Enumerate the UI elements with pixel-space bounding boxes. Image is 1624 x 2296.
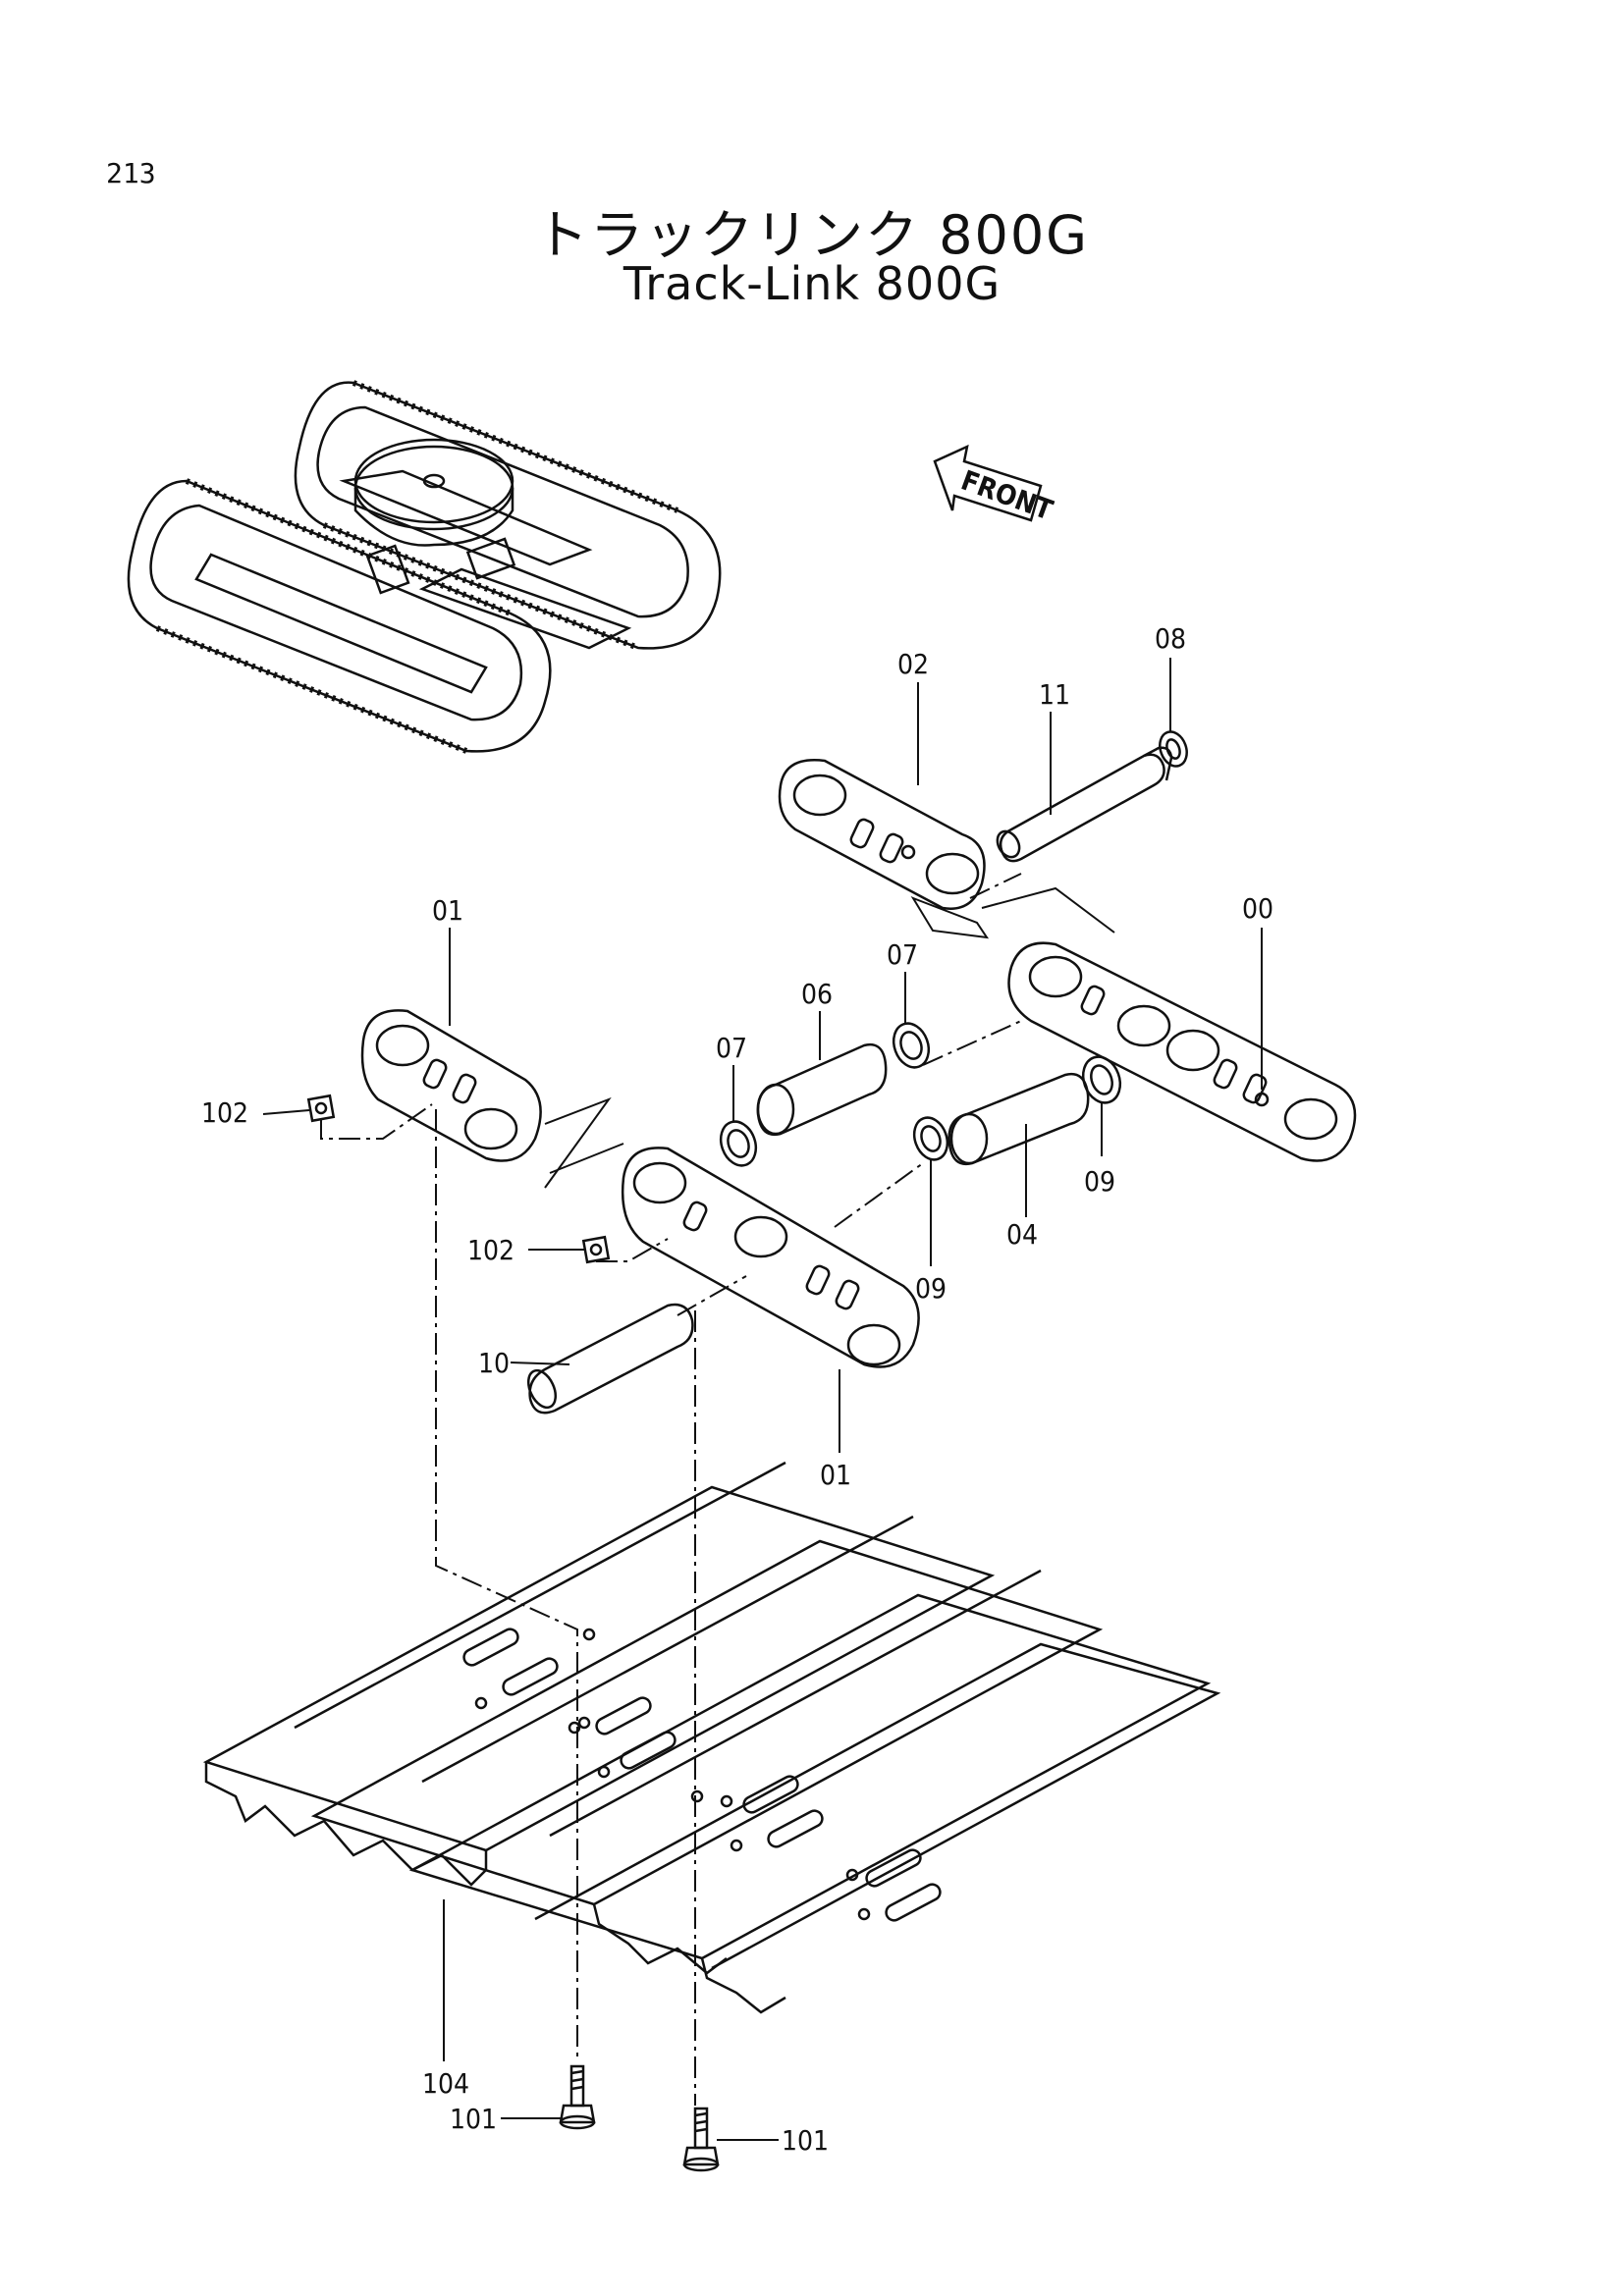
callout-102-upper: 102: [201, 1096, 248, 1129]
page-title-japanese: トラックリンク 800G: [534, 204, 1090, 266]
page-number: 213: [106, 157, 156, 189]
assembly-center-lines: [320, 873, 1022, 2106]
callout-101-right: 101: [782, 2124, 829, 2157]
track-link-02[interactable]: [778, 759, 986, 910]
track-pin-11[interactable]: [993, 746, 1173, 863]
track-link-assembly-00[interactable]: [1007, 941, 1357, 1162]
callout-10: 10: [478, 1347, 510, 1379]
callout-104: 104: [422, 2067, 469, 2100]
shoe-bolt-101-right[interactable]: [682, 2107, 720, 2172]
callout-07-right: 07: [887, 938, 918, 971]
callout-01-lower: 01: [820, 1459, 851, 1491]
track-link-01-upper[interactable]: [360, 1009, 542, 1162]
callout-04: 04: [1006, 1218, 1038, 1251]
callout-02: 02: [897, 648, 929, 680]
callout-101-left: 101: [450, 2103, 497, 2135]
page-title-english: Track-Link 800G: [623, 257, 1001, 310]
callout-06: 06: [801, 978, 833, 1010]
shoe-bolt-101-left[interactable]: [559, 2064, 596, 2130]
callout-08: 08: [1155, 622, 1186, 655]
callout-leader-lines: [262, 658, 1263, 2141]
undercarriage-overview-illustration: [127, 380, 722, 754]
assembly-plane-hints: [544, 886, 1115, 1189]
track-shoe-104[interactable]: [202, 1461, 1221, 2014]
seal-ring-09-right[interactable]: [1077, 1051, 1126, 1107]
callout-00: 00: [1242, 892, 1273, 925]
bushing-06[interactable]: [756, 1042, 888, 1137]
callout-11: 11: [1039, 678, 1070, 711]
callout-labels: 02 11 08 01 00 07 06 07 102 09 04 102 09…: [201, 622, 1273, 2157]
track-pin-10[interactable]: [523, 1303, 694, 1415]
seal-ring-07-right[interactable]: [888, 1019, 935, 1073]
front-direction-arrow: FRONT: [933, 444, 1058, 527]
lock-ring-08[interactable]: [1156, 728, 1192, 771]
track-link-01-lower[interactable]: [622, 1147, 920, 1368]
callout-09-right: 09: [1084, 1165, 1115, 1198]
bushing-04[interactable]: [947, 1072, 1090, 1166]
callout-01-upper: 01: [432, 894, 463, 927]
callout-102-lower: 102: [467, 1234, 514, 1266]
callout-07-left: 07: [716, 1032, 747, 1064]
shoe-nut-102-lower[interactable]: [581, 1235, 611, 1264]
shoe-nut-102-upper[interactable]: [306, 1094, 336, 1123]
front-label: FRONT: [957, 464, 1058, 527]
seal-ring-07-left[interactable]: [715, 1117, 762, 1171]
seal-ring-09-center[interactable]: [908, 1113, 952, 1164]
callout-09-center: 09: [915, 1272, 947, 1305]
